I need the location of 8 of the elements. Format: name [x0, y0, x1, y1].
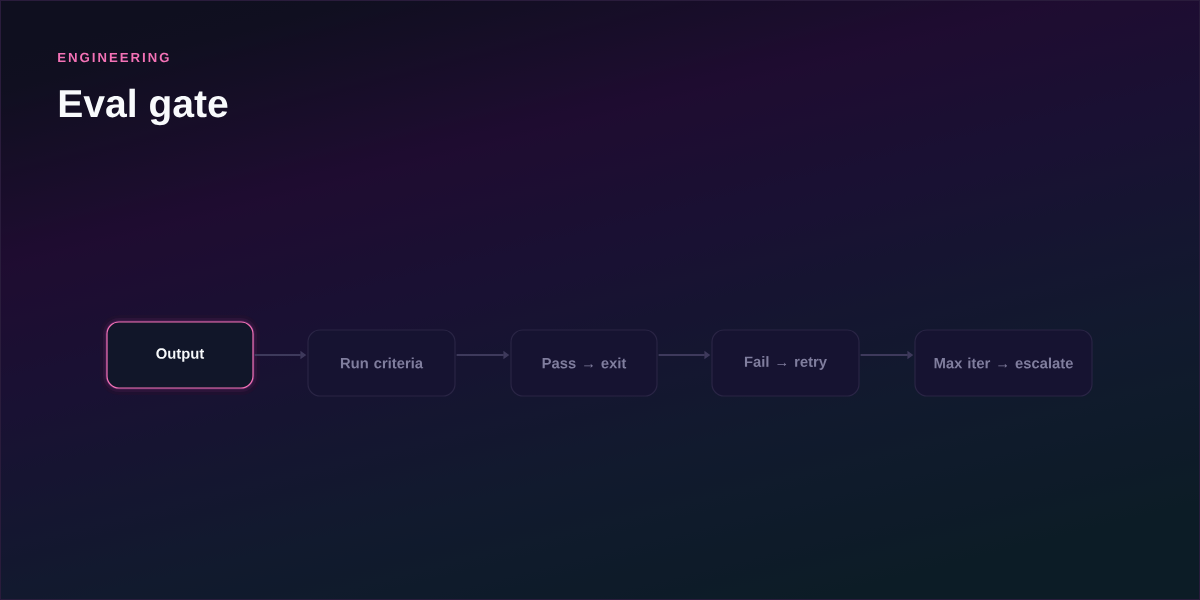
process-box: Fail → retry [711, 329, 860, 397]
process-box: Run criteria [307, 329, 456, 397]
node-label: Output [156, 348, 205, 362]
process-box: Output [100, 315, 260, 395]
title: Eval gate [59, 88, 228, 126]
process-box: Max iter → escalate [914, 329, 1093, 397]
category-label: ENGINEERING [58, 52, 169, 63]
process-box: Pass → exit [510, 329, 658, 397]
